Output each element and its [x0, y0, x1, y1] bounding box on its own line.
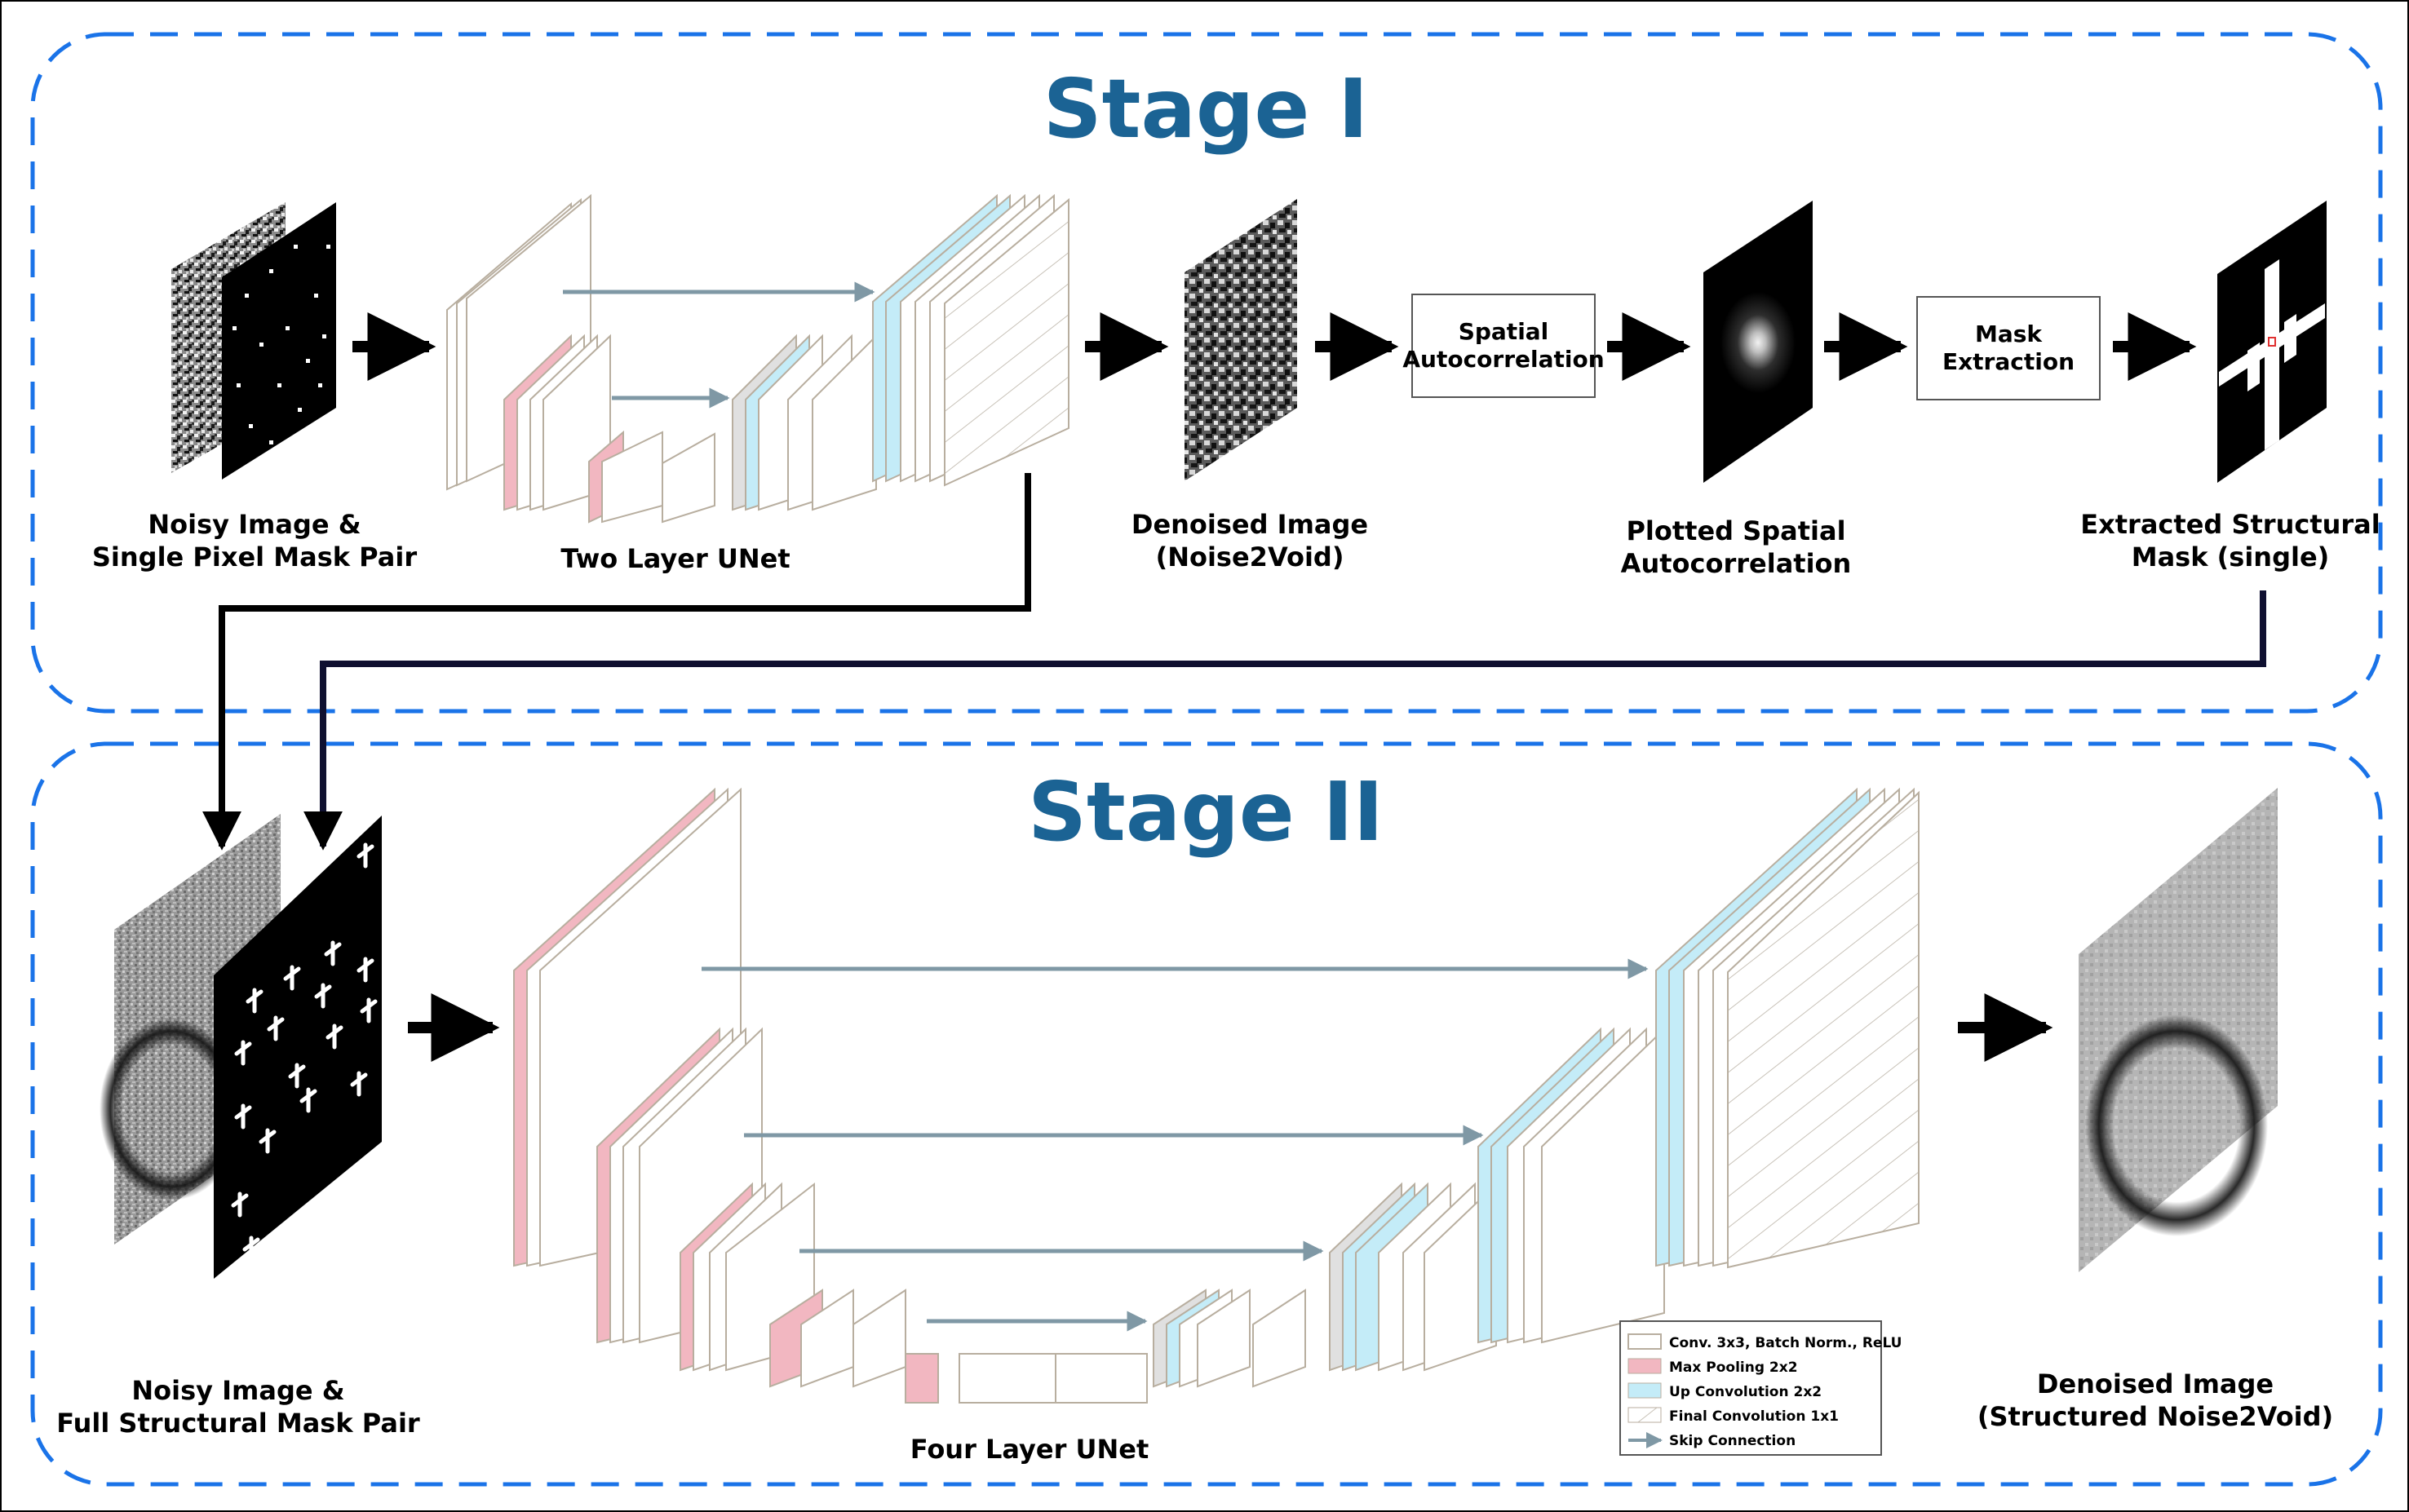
- connector-unet-to-stage2: [202, 473, 1031, 851]
- stage2-input-pair: [82, 814, 382, 1279]
- stage1-input-label-1: Noisy Image &: [148, 509, 361, 540]
- plotted-label-2: Autocorrelation: [1621, 548, 1852, 579]
- stage1-unet-label: Two Layer UNet: [560, 543, 790, 574]
- mask-crosses: [231, 842, 378, 1262]
- mask-box-line1: Mask: [1975, 321, 2043, 347]
- stage2-input-label-1: Noisy Image &: [131, 1375, 344, 1406]
- mask-extraction-box: [1916, 296, 2101, 400]
- stage2-output-label-2: (Structured Noise2Void): [1977, 1401, 2333, 1432]
- legend-label-final: Final Convolution 1x1: [1669, 1408, 1839, 1425]
- stage2-title: Stage II: [1028, 764, 1384, 860]
- stage2-input-label-2: Full Structural Mask Pair: [56, 1408, 420, 1439]
- stage1-input-pair: [171, 202, 336, 480]
- legend-swatch-upconv: [1627, 1382, 1662, 1399]
- legend: Conv. 3x3, Batch Norm., ReLU Max Pooling…: [1619, 1320, 1902, 1456]
- autocorr-box-line2: Autocorrelation: [1402, 346, 1604, 373]
- legend-label-skip: Skip Connection: [1669, 1433, 1796, 1449]
- spatial-autocorrelation-box: [1411, 294, 1596, 398]
- stage1-input-label-2: Single Pixel Mask Pair: [92, 542, 417, 573]
- stage2-border: [30, 741, 2383, 1487]
- plotted-label-1: Plotted Spatial: [1626, 515, 1845, 546]
- legend-swatch-final: [1627, 1407, 1662, 1423]
- denoised-label-2: (Noise2Void): [1156, 542, 1344, 573]
- legend-label-conv: Conv. 3x3, Batch Norm., ReLU: [1669, 1335, 1902, 1351]
- legend-label-pool: Max Pooling 2x2: [1669, 1359, 1798, 1376]
- single-pixel-mask: [222, 202, 336, 480]
- denoised-label-1: Denoised Image: [1131, 509, 1368, 540]
- legend-swatch-conv: [1627, 1333, 1662, 1350]
- plotted-autocorrelation: [1703, 201, 1813, 483]
- stage1-title: Stage I: [1043, 61, 1369, 157]
- denoised-image-stage2: [2062, 788, 2291, 1272]
- mask-pixels: [232, 245, 330, 444]
- connector-mask-to-stage2: [303, 590, 2266, 851]
- full-structural-mask: [214, 816, 382, 1279]
- stage2-output-label-1: Denoised Image: [2037, 1368, 2274, 1399]
- two-layer-unet: [446, 193, 1069, 524]
- denoised-image-stage1: [1185, 199, 1297, 481]
- mask-box-line2: Extraction: [1942, 348, 2075, 375]
- legend-swatch-pool: [1627, 1358, 1662, 1374]
- extracted-label-1: Extracted Structural: [2080, 509, 2380, 540]
- legend-label-upconv: Up Convolution 2x2: [1669, 1384, 1822, 1400]
- four-layer-unet: [513, 787, 1920, 1404]
- stage1-border: [30, 32, 2383, 714]
- autocorr-box-line1: Spatial: [1459, 318, 1549, 345]
- legend-box: [1619, 1320, 1882, 1456]
- extracted-label-2: Mask (single): [2132, 542, 2330, 573]
- extracted-structural-mask: [2217, 201, 2327, 483]
- stage2-unet-label: Four Layer UNet: [910, 1434, 1149, 1465]
